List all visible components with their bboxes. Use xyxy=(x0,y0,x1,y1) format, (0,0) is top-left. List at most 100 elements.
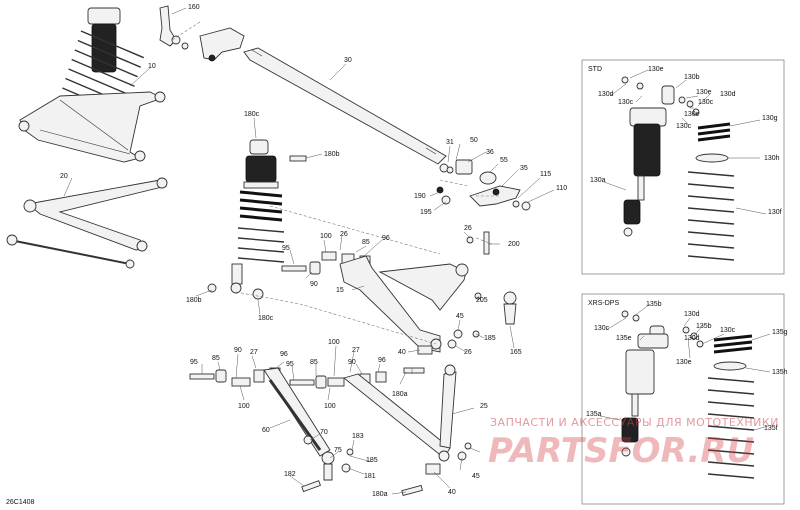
washer-115[interactable] xyxy=(512,200,520,208)
xrs-callout-135f: 135f xyxy=(764,425,778,432)
washer-26[interactable] xyxy=(466,236,474,244)
ring-55[interactable] xyxy=(479,171,497,185)
lower-a-arm-20[interactable] xyxy=(23,177,168,252)
knuckle-15[interactable] xyxy=(339,255,469,353)
xrs-callout-135a: 135a xyxy=(586,411,602,418)
callout-27-left: 27 xyxy=(250,349,258,356)
callout-100-right: 100 xyxy=(328,339,340,346)
std-spring-130f[interactable] xyxy=(687,171,735,261)
bolt-180b[interactable] xyxy=(289,155,307,162)
std-callout-130d-right: 130d xyxy=(720,91,736,98)
callout-185-upper: 185 xyxy=(484,335,496,342)
xrs-shock-bumper[interactable] xyxy=(621,417,639,443)
std-callout-130c-lower: 130c xyxy=(676,123,692,130)
callout-26-upper: 26 xyxy=(340,231,348,238)
callout-40-lower: 40 xyxy=(448,489,456,496)
std-shock-rod[interactable] xyxy=(637,175,645,201)
callout-85-upper: 85 xyxy=(362,239,370,246)
bolt-182[interactable] xyxy=(301,480,321,493)
tie-rod-end-165[interactable] xyxy=(503,291,517,325)
nut-110[interactable] xyxy=(521,201,531,211)
xrs-shock-body[interactable] xyxy=(625,349,655,395)
washer-181[interactable] xyxy=(341,463,351,473)
callout-95-left: 95 xyxy=(190,359,198,366)
std-callout-130e-top: 130e xyxy=(648,66,664,73)
xrs-callout-135g: 135g xyxy=(772,329,788,336)
callout-96-upper: 96 xyxy=(382,235,390,242)
callout-10: 10 xyxy=(148,63,156,70)
callout-181: 181 xyxy=(364,473,376,480)
nut-180c[interactable] xyxy=(252,288,264,300)
steering-shaft-30[interactable] xyxy=(243,47,447,165)
std-spring-130g[interactable] xyxy=(697,122,731,142)
nut-183[interactable] xyxy=(346,448,354,456)
upper-a-arm-10[interactable] xyxy=(18,91,166,163)
inset-xrs-dps: XRS-DPS xyxy=(581,293,785,505)
bolt-180a[interactable] xyxy=(403,367,425,374)
xrs-callout-130e: 130e xyxy=(676,359,692,366)
callout-75: 75 xyxy=(334,447,342,454)
link-rod-60[interactable] xyxy=(268,379,322,451)
tie-rod-left[interactable] xyxy=(6,234,135,269)
steering-arm-35[interactable] xyxy=(469,185,521,207)
shock-absorber-middle[interactable] xyxy=(230,139,285,294)
callout-180c-lower: 180c xyxy=(258,315,274,322)
callout-110: 110 xyxy=(556,185,567,192)
nut-190[interactable] xyxy=(436,186,444,194)
callout-30: 30 xyxy=(344,57,352,64)
nut-45[interactable] xyxy=(453,329,463,339)
xrs-reservoir[interactable] xyxy=(637,333,669,349)
callout-85-left: 85 xyxy=(212,355,220,362)
watermark-tagline: ЗАПЧАСТИ И АКСЕССУАРЫ ДЛЯ МОТОТЕХНИКИ xyxy=(490,416,779,429)
std-spring-seat-130h[interactable] xyxy=(695,153,729,163)
callout-182: 182 xyxy=(284,471,296,478)
std-callout-130e-lower: 130e xyxy=(684,111,700,118)
callout-200: 200 xyxy=(508,241,520,248)
ball-joint-75[interactable] xyxy=(321,451,335,481)
bolt-180a-lower[interactable] xyxy=(401,484,423,497)
std-shock-bumper[interactable] xyxy=(623,199,641,225)
std-shock-body[interactable] xyxy=(633,123,661,177)
washer-195[interactable] xyxy=(441,195,451,205)
bolt-200[interactable] xyxy=(483,231,490,255)
callout-55: 55 xyxy=(500,157,508,164)
xrs-callout-130d-top: 130d xyxy=(684,311,700,318)
callout-180a-lower: 180a xyxy=(372,491,388,498)
nut-50[interactable] xyxy=(446,166,454,174)
bolt-180b-lower[interactable] xyxy=(207,283,217,293)
callout-70: 70 xyxy=(320,429,328,436)
ring-26[interactable] xyxy=(447,339,457,349)
std-bushing-130e[interactable] xyxy=(621,76,629,84)
xrs-shock-rod[interactable] xyxy=(631,393,639,417)
callout-185-lower: 185 xyxy=(366,457,378,464)
bushing-40[interactable] xyxy=(417,345,433,355)
callout-50: 50 xyxy=(470,137,478,144)
xrs-callout-135h: 135h xyxy=(772,369,788,376)
xrs-callout-130d-lower: 130d xyxy=(684,335,700,342)
callout-190: 190 xyxy=(414,193,426,200)
bushing-40-lower[interactable] xyxy=(425,463,441,475)
callout-100-left: 100 xyxy=(238,403,250,410)
callout-85-right: 85 xyxy=(310,359,318,366)
std-reservoir[interactable] xyxy=(629,107,667,127)
inset-std: STD xyxy=(581,59,785,275)
bushing-36[interactable] xyxy=(455,159,473,175)
steering-ball-joint-160[interactable] xyxy=(159,5,189,50)
nut-45-lower[interactable] xyxy=(457,451,467,461)
std-callout-130g: 130g xyxy=(762,115,778,122)
callout-27-right: 27 xyxy=(352,347,360,354)
callout-100-lower: 100 xyxy=(324,403,336,410)
std-callout-130f: 130f xyxy=(768,209,782,216)
xrs-spring-seat-135h[interactable] xyxy=(713,361,747,371)
lower-a-arm-25[interactable] xyxy=(263,364,457,462)
nut-70[interactable] xyxy=(303,435,313,445)
xrs-spring-135g[interactable] xyxy=(713,334,753,354)
callout-205: 205 xyxy=(476,297,488,304)
pitman-arm[interactable] xyxy=(199,27,245,62)
bolt-185-lower[interactable] xyxy=(464,442,472,450)
callout-31: 31 xyxy=(446,139,454,146)
std-shock-top[interactable] xyxy=(661,85,675,105)
xrs-spring-135f[interactable] xyxy=(707,377,755,479)
